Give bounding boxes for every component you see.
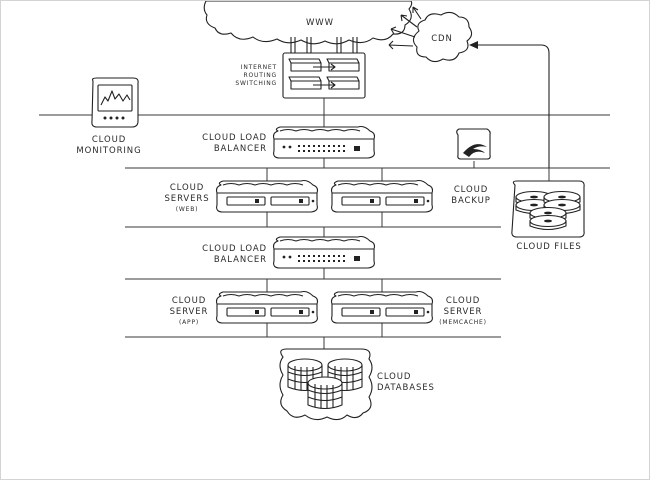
memcache-label-1: CLOUD xyxy=(446,296,480,306)
backup-label-2: BACKUP xyxy=(451,196,491,206)
app-server-label-1: CLOUD xyxy=(172,296,206,306)
databases-label-2: DATABASES xyxy=(377,383,435,393)
www-cloud: WWW xyxy=(203,1,413,55)
routing-label-3: SWITCHING xyxy=(235,80,277,87)
lb-mid-label-2: BALANCER xyxy=(214,255,267,265)
cdn-arrow xyxy=(471,44,550,168)
web-servers-label-1: CLOUD xyxy=(170,183,204,193)
monitoring-label-2: MONITORING xyxy=(76,146,141,156)
files-label: CLOUD FILES xyxy=(516,242,581,252)
lb-top-label-1: CLOUD LOAD xyxy=(202,133,267,143)
files-icon xyxy=(511,180,585,238)
app-server-icon xyxy=(217,292,318,324)
routing-switch-icon xyxy=(282,52,366,99)
databases-icon xyxy=(279,348,373,421)
app-server-label-2: SERVER xyxy=(170,307,209,317)
memcache-sub-label: (MEMCACHE) xyxy=(439,319,487,326)
web-servers-sub-label: (WEB) xyxy=(176,206,199,213)
monitoring-label-1: CLOUD xyxy=(92,135,126,145)
databases-label-1: CLOUD xyxy=(377,372,411,382)
www-label: WWW xyxy=(306,18,334,28)
lb-top-label-2: BALANCER xyxy=(214,144,267,154)
app-server-sub-label: (APP) xyxy=(179,319,199,326)
cdn-cloud: CDN xyxy=(388,6,473,63)
backup-label-1: CLOUD xyxy=(454,185,488,195)
load-balancer-mid-icon xyxy=(274,237,375,269)
web-server-right-icon xyxy=(332,181,433,213)
backup-icon xyxy=(456,128,491,160)
memcache-server-icon xyxy=(332,292,433,324)
routing-label-2: ROUTING xyxy=(244,72,277,79)
cdn-rays xyxy=(388,6,422,50)
monitoring-icon xyxy=(91,77,139,128)
cdn-label: CDN xyxy=(431,34,453,44)
cdn-arrowhead xyxy=(469,41,478,49)
web-servers-label-2: SERVERS xyxy=(165,194,210,204)
lb-mid-label-1: CLOUD LOAD xyxy=(202,244,267,254)
web-server-left-icon xyxy=(217,181,318,213)
load-balancer-top-icon xyxy=(274,127,375,159)
memcache-label-2: SERVER xyxy=(444,307,483,317)
routing-label-1: INTERNET xyxy=(241,64,277,71)
